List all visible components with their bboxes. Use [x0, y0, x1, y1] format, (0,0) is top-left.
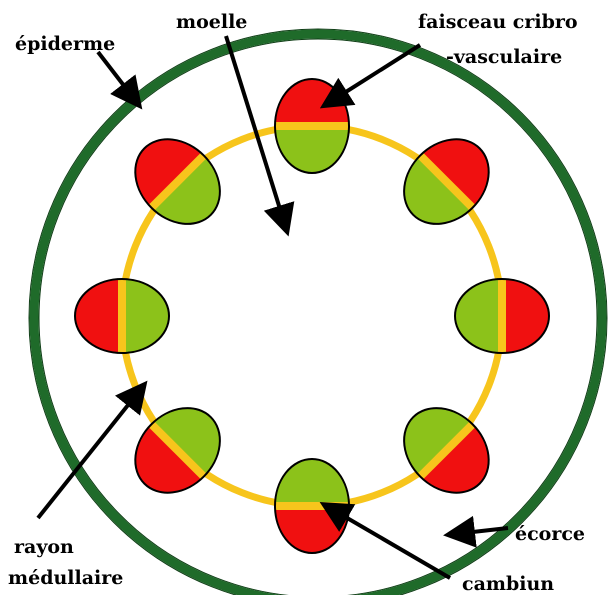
label-rayon-line2: médullaire [8, 567, 123, 589]
arrow-epiderme [98, 52, 135, 100]
bundle-cambium [498, 279, 506, 353]
vascular-bundle [275, 459, 349, 553]
label-faisceau-line1: faisceau cribro [418, 11, 578, 33]
phloem [502, 279, 549, 353]
xylem [455, 279, 502, 353]
bundle-cambium [275, 502, 349, 510]
vascular-bundle [387, 391, 506, 510]
bundle-cambium [118, 279, 126, 353]
xylem [122, 279, 169, 353]
label-faisceau-line2: -vasculaire [446, 46, 562, 68]
label-ecorce: écorce [515, 523, 585, 545]
xylem [275, 459, 349, 506]
vascular-bundle [118, 122, 237, 241]
label-moelle: moelle [176, 11, 247, 33]
arrow-faisceau [330, 45, 420, 102]
label-epiderme: épiderme [15, 33, 115, 55]
vascular-bundle [75, 279, 169, 353]
label-rayon-line1: rayon [14, 536, 74, 558]
vascular-bundle [455, 279, 549, 353]
label-cambium: cambiun [462, 573, 554, 595]
xylem [275, 126, 349, 173]
vascular-bundle [275, 79, 349, 173]
bundle-cambium [275, 122, 349, 130]
phloem [75, 279, 122, 353]
vascular-bundle [387, 122, 506, 241]
vascular-bundles [75, 79, 549, 553]
arrow-cambium [330, 508, 450, 578]
phloem [275, 79, 349, 126]
vascular-bundle [118, 391, 237, 510]
